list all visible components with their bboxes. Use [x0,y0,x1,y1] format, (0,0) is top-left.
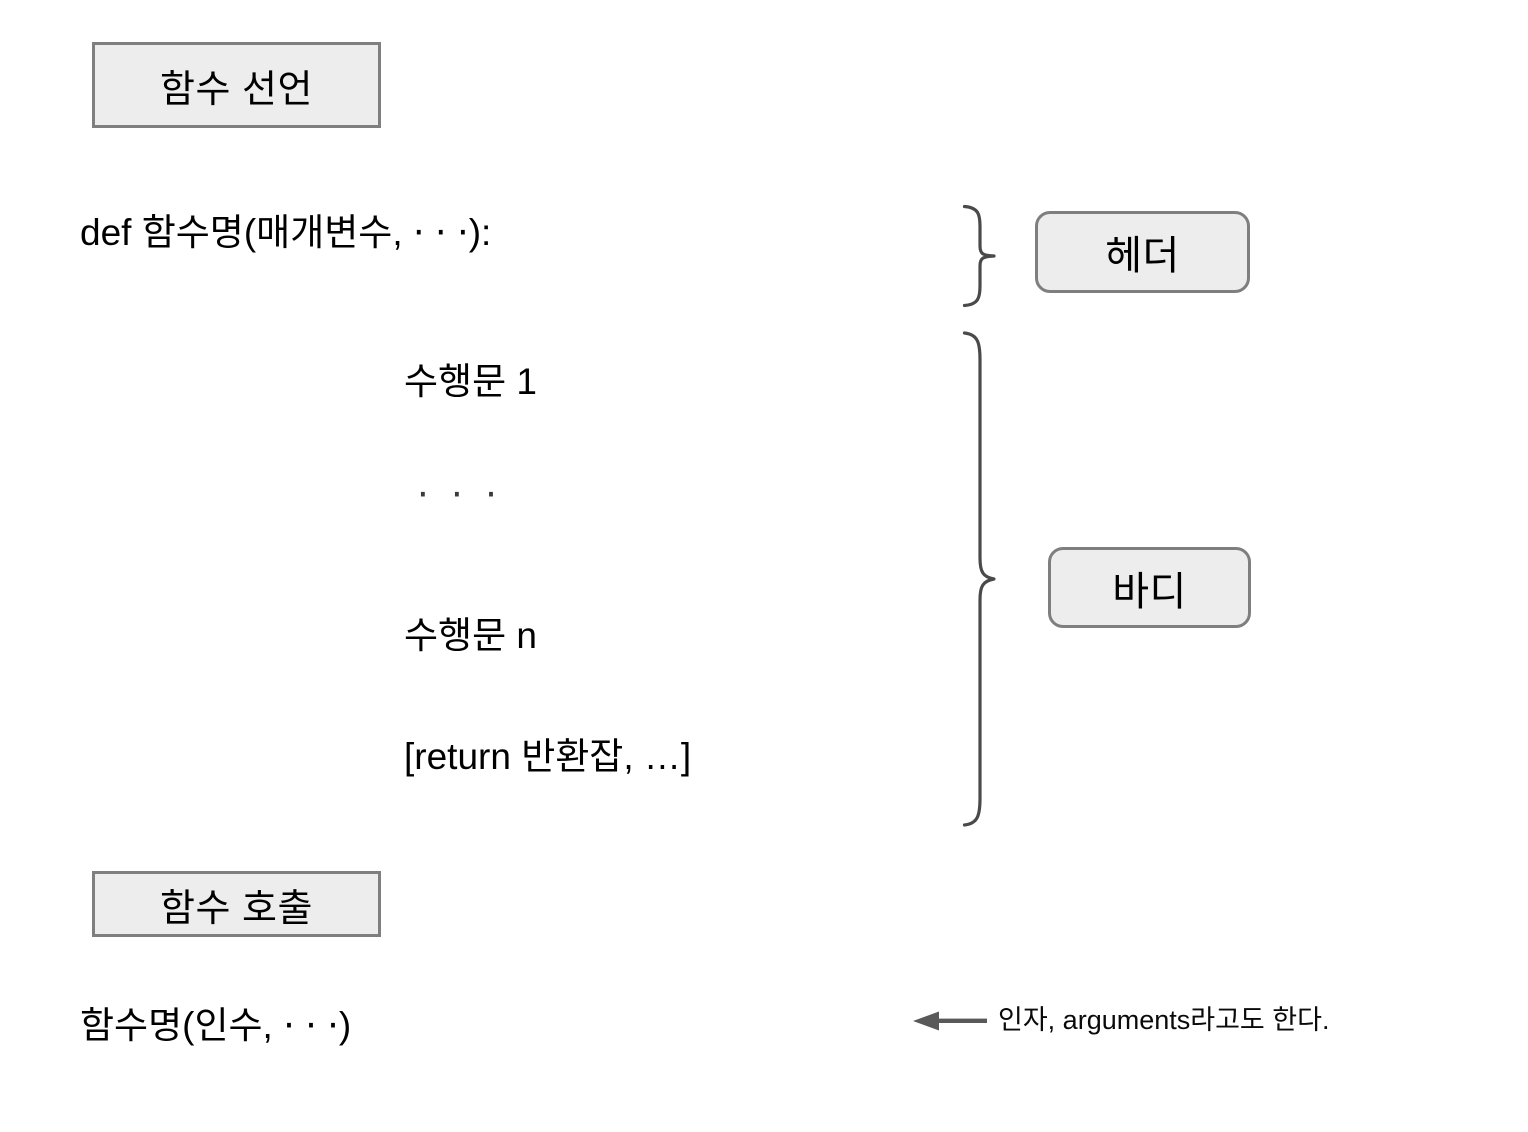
function-call-heading-box: 함수 호출 [92,871,381,937]
statement-line-last: 수행문 n [404,615,537,656]
function-declaration-heading-label: 함수 선언 [160,68,313,111]
function-signature-line: def 함수명(매개변수, ⋅ ⋅ ⋅): [80,212,492,253]
statement-line-first: 수행문 1 [404,361,537,402]
left-arrow-icon [913,1011,987,1030]
body-callout-box: 바디 [1048,547,1251,628]
function-call-heading-label: 함수 호출 [160,887,313,930]
arguments-annotation: 인자, arguments라고도 한다. [913,1007,1329,1034]
body-curly-brace-icon [962,331,996,827]
header-callout-label: 헤더 [1105,234,1180,278]
body-callout-label: 바디 [1112,569,1187,614]
header-callout-box: 헤더 [1035,211,1250,293]
arguments-annotation-text: 인자, arguments라고도 한다. [998,1005,1330,1035]
function-declaration-heading-box: 함수 선언 [92,42,381,128]
function-call-line: 함수명(인수, ⋅ ⋅ ⋅) [80,1005,352,1046]
header-curly-brace-icon [962,204,996,308]
return-statement-line: [return 반환잡, …] [404,736,692,777]
statement-ellipsis: ⋅ ⋅ ⋅ [417,474,503,515]
